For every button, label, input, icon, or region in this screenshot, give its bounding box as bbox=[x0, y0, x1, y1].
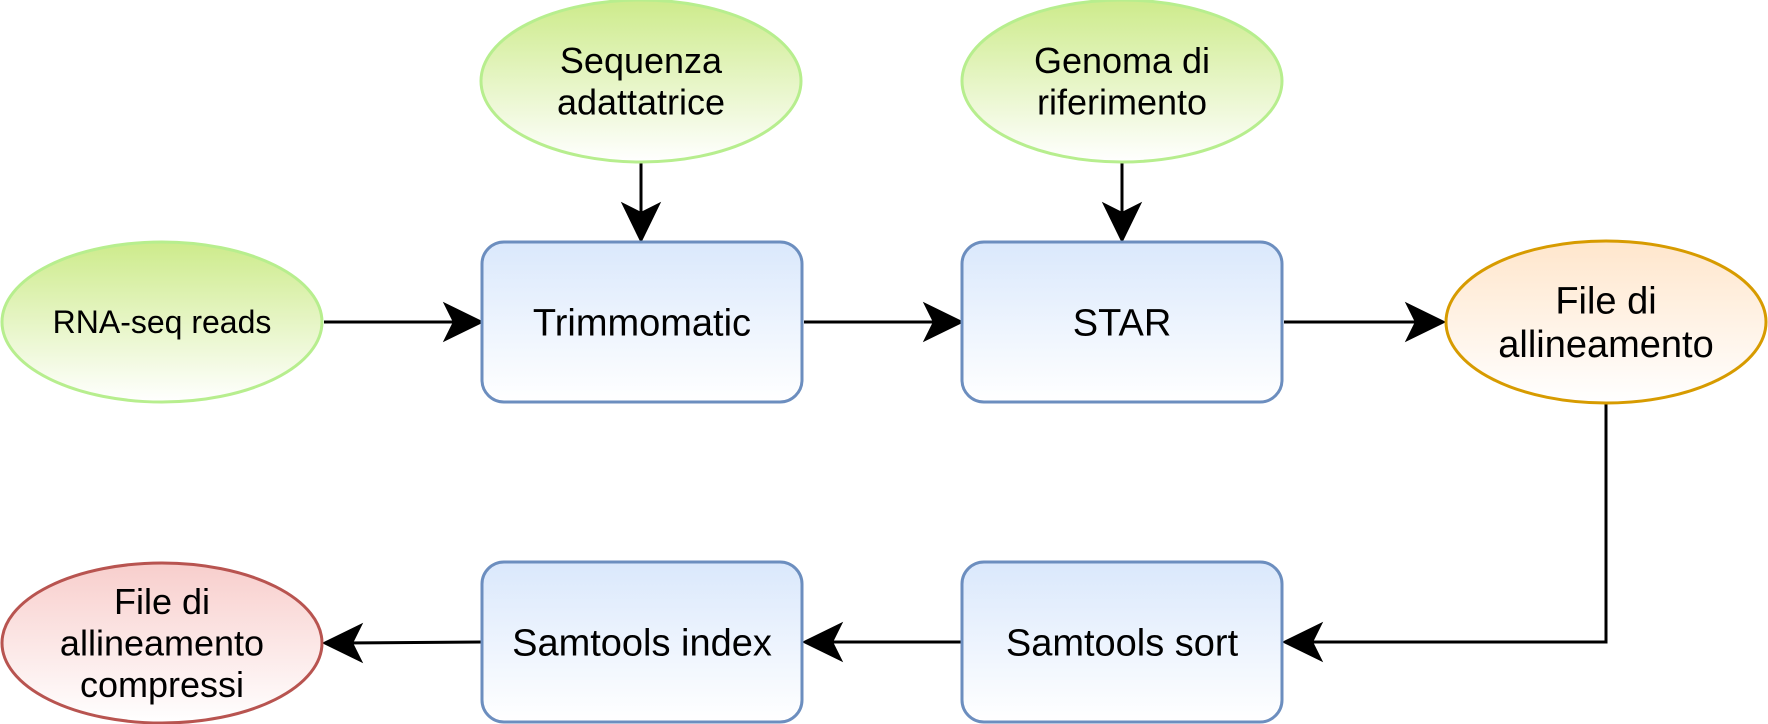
process-box bbox=[960, 240, 1284, 404]
edges bbox=[321, 162, 1608, 664]
node-samtools-index[interactable]: Samtools index bbox=[480, 560, 804, 724]
edge-trimmomatic-to-star bbox=[804, 301, 965, 343]
edge-line bbox=[341, 640, 483, 645]
node-label: STAR bbox=[1073, 302, 1172, 344]
output-ellipse bbox=[0, 561, 324, 724]
node-label-line: RNA-seq reads bbox=[53, 304, 272, 340]
edge-genome-to-star bbox=[1101, 162, 1143, 244]
input-ellipse bbox=[960, 0, 1284, 164]
edge-star-to-alignment bbox=[1284, 301, 1447, 343]
arrowhead-icon bbox=[620, 201, 662, 244]
node-label-line: Samtools sort bbox=[1006, 622, 1239, 664]
input-ellipse bbox=[0, 240, 324, 404]
process-box bbox=[480, 240, 804, 404]
edge-adapter-to-trimmomatic bbox=[620, 162, 662, 244]
node-label-line: allineamento bbox=[60, 623, 264, 664]
edge-index-to-compressed bbox=[321, 622, 483, 664]
node-label-line: adattatrice bbox=[557, 81, 725, 122]
edge-sort-to-index bbox=[801, 621, 962, 663]
node-samtools-sort[interactable]: Samtools sort bbox=[960, 560, 1284, 724]
process-box bbox=[960, 560, 1284, 724]
node-label-line: File di bbox=[1555, 280, 1656, 322]
node-trimmomatic[interactable]: Trimmomatic bbox=[480, 240, 804, 404]
node-label-line: compressi bbox=[80, 664, 244, 705]
node-label-line: Trimmomatic bbox=[533, 302, 751, 344]
node-label: Samtools sort bbox=[1006, 622, 1239, 664]
node-label: Trimmomatic bbox=[533, 302, 751, 344]
node-star[interactable]: STAR bbox=[960, 240, 1284, 404]
edge-reads-to-trimmomatic bbox=[324, 301, 485, 343]
arrowhead-icon bbox=[922, 301, 965, 343]
node-label-line: Genoma di bbox=[1034, 40, 1210, 81]
edge-line bbox=[1302, 403, 1608, 644]
arrowhead-icon bbox=[442, 301, 485, 343]
node-label-line: allineamento bbox=[1498, 324, 1713, 366]
input-ellipse bbox=[479, 0, 803, 164]
node-label-line: riferimento bbox=[1037, 81, 1207, 122]
edge-alignment-to-sort bbox=[1281, 403, 1608, 663]
node-rna-seq-reads[interactable]: RNA-seq reads bbox=[0, 240, 324, 404]
arrowhead-icon bbox=[801, 621, 844, 663]
node-label-line: File di bbox=[114, 581, 210, 622]
arrowhead-icon bbox=[1281, 621, 1324, 663]
intermediate-ellipse bbox=[1444, 239, 1768, 405]
arrowhead-icon bbox=[321, 622, 364, 664]
arrowhead-icon bbox=[1404, 301, 1447, 343]
node-label-line: STAR bbox=[1073, 302, 1172, 344]
node-label: RNA-seq reads bbox=[53, 304, 272, 340]
process-box bbox=[480, 560, 804, 724]
node-label-line: Samtools index bbox=[512, 622, 772, 664]
node-label: Samtools index bbox=[512, 622, 772, 664]
node-label-line: Sequenza bbox=[560, 40, 723, 81]
arrowhead-icon bbox=[1101, 201, 1143, 244]
